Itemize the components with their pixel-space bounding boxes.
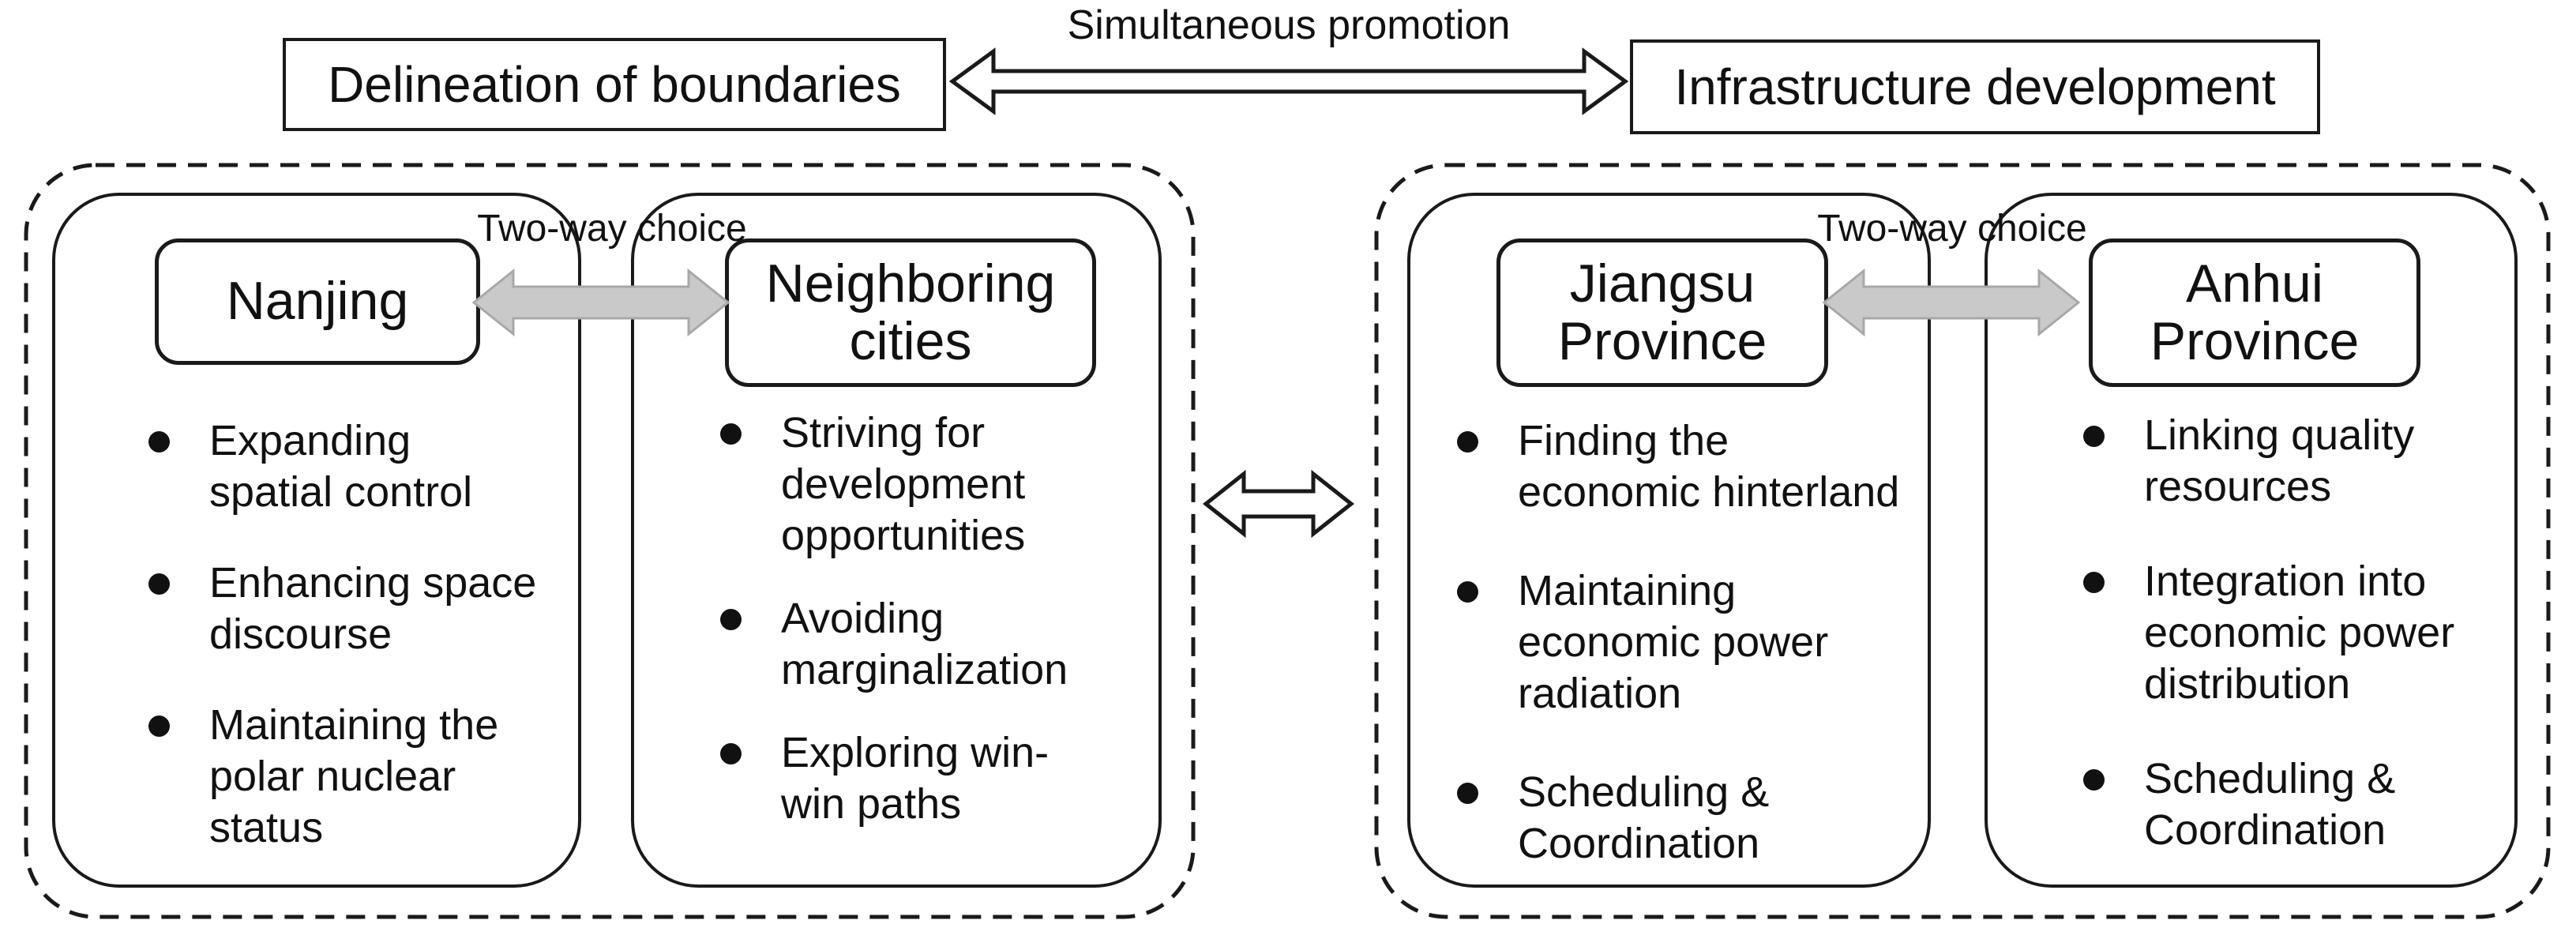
list-item: Scheduling & Coordination: [2083, 753, 2454, 856]
bullet-dot-icon: [148, 716, 170, 737]
header-neighboring-cities: Neighboring cities: [725, 239, 1096, 387]
bullet-text: Striving for development opportunities: [781, 409, 1026, 559]
list-item: Expanding spatial control: [148, 415, 536, 518]
list-item: Avoiding marginalization: [720, 593, 1068, 696]
list-item: Integration into economic power distribu…: [2083, 556, 2454, 710]
list-item: Striving for development opportunities: [720, 408, 1068, 562]
bullet-list-anhui: Linking quality resources Integration in…: [2083, 410, 2454, 856]
bullet-dot-icon: [2083, 426, 2105, 447]
bullet-list-jiangsu: Finding the economic hinterland Maintain…: [1457, 415, 1899, 870]
bullet-text: Scheduling & Coordination: [2144, 755, 2396, 854]
top-box-delineation: Delineation of boundaries: [283, 38, 946, 131]
header-jiangsu-province: Jiangsu Province: [1496, 239, 1828, 387]
bullet-dot-icon: [1457, 783, 1478, 804]
list-item: Maintaining economic power radiation: [1457, 565, 1899, 719]
bullet-dot-icon: [1457, 581, 1478, 603]
bullet-dot-icon: [720, 743, 742, 764]
list-item: Maintaining the polar nuclear status: [148, 700, 536, 854]
bullet-text: Avoiding marginalization: [781, 595, 1068, 693]
bullet-text: Exploring win- win paths: [781, 729, 1050, 828]
bullet-text: Maintaining the polar nuclear status: [209, 701, 499, 851]
list-item: Enhancing space discourse: [148, 558, 536, 660]
bullet-list-nanjing: Expanding spatial control Enhancing spac…: [148, 415, 536, 854]
header-nanjing: Nanjing: [155, 239, 480, 365]
list-item: Exploring win- win paths: [720, 727, 1068, 830]
simultaneous-promotion-label: Simultaneous promotion: [1067, 2, 1511, 48]
bullet-text: Maintaining economic power radiation: [1518, 567, 1829, 717]
two-way-choice-label-right: Two-way choice: [1817, 208, 2087, 250]
bullet-dot-icon: [1457, 431, 1478, 453]
bullet-dot-icon: [2083, 769, 2105, 791]
gray-double-arrow-icon: [1822, 268, 2081, 337]
bullet-dot-icon: [148, 573, 170, 595]
bullet-dot-icon: [720, 609, 742, 630]
top-box-infrastructure: Infrastructure development: [1630, 39, 2320, 134]
bullet-text: Finding the economic hinterland: [1518, 417, 1900, 516]
bullet-dot-icon: [148, 431, 170, 453]
bullet-text: Linking quality resources: [2144, 411, 2415, 510]
bullet-dot-icon: [2083, 572, 2105, 593]
bullet-list-neighboring-cities: Striving for development opportunities A…: [720, 408, 1068, 830]
bullet-text: Enhancing space discourse: [209, 559, 537, 658]
list-item: Linking quality resources: [2083, 410, 2454, 513]
dashed-group-border-right: [1374, 163, 2551, 919]
gray-double-arrow-icon: [471, 268, 730, 337]
bullet-text: Expanding spatial control: [209, 417, 473, 516]
bullet-text: Scheduling & Coordination: [1518, 768, 1770, 867]
bullet-dot-icon: [720, 423, 742, 445]
bullet-text: Integration into economic power distribu…: [2144, 558, 2455, 708]
double-arrow-horizontal-icon: [1202, 469, 1355, 539]
double-arrow-horizontal-icon: [948, 47, 1629, 115]
list-item: Finding the economic hinterland: [1457, 415, 1899, 518]
list-item: Scheduling & Coordination: [1457, 767, 1899, 870]
two-way-choice-label-left: Two-way choice: [477, 208, 747, 250]
dashed-group-border-left: [24, 163, 1196, 919]
header-anhui-province: Anhui Province: [2089, 239, 2420, 387]
